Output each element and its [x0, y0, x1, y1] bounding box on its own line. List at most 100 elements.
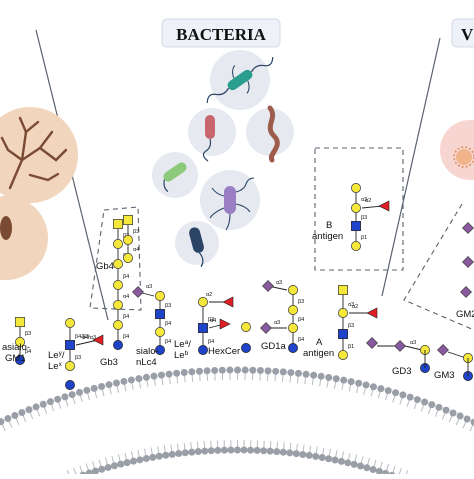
lipid-head [54, 396, 61, 403]
fucose-triangle-icon [223, 297, 233, 307]
virus-particle-icon [456, 149, 472, 165]
linkage-label: β3 [75, 355, 81, 361]
glcnac-square-icon [338, 329, 347, 338]
linkage-label: α2 [365, 198, 371, 204]
label-lea-leb: Lea/Leb [174, 339, 191, 361]
lipid-head [385, 387, 392, 394]
galnac-square-icon [15, 317, 24, 326]
lipid-head [370, 466, 377, 473]
linkage-label: α4 [210, 318, 216, 324]
lipid-head [196, 368, 203, 375]
lipid-head [106, 381, 113, 388]
galactose-circle-icon [113, 280, 122, 289]
lipid-head [201, 448, 208, 455]
lipid-head [128, 376, 135, 383]
galactose-circle-icon [338, 308, 347, 317]
lipid-head [208, 447, 215, 454]
lipid-head [287, 369, 294, 376]
linkage-label: β1 [348, 344, 354, 350]
lipid-head [156, 453, 163, 460]
lipid-head [181, 369, 188, 376]
lipid-head [61, 393, 68, 400]
galactose-circle-icon [113, 300, 122, 309]
lipid-head [286, 449, 293, 456]
lipid-head [76, 389, 83, 396]
lipid-head [234, 447, 241, 454]
linkage-label: β4 [298, 317, 304, 323]
linkage-label: α4 [133, 247, 139, 253]
lipid-head [219, 367, 226, 374]
lipid-head [173, 370, 180, 377]
linkage-label: β3 [165, 303, 171, 309]
lipid-head [407, 394, 414, 401]
lipid-head [136, 456, 143, 463]
lipid-head [260, 447, 267, 454]
galactose-circle-icon [198, 297, 207, 306]
linkage-label: α4 [123, 294, 129, 300]
lipid-head [257, 367, 264, 374]
linkage-label: α3 [410, 340, 416, 346]
glucose-circle-icon [198, 345, 207, 354]
sialic-acid-diamond-icon [263, 281, 274, 292]
lipid-head [303, 371, 310, 378]
galactose-circle-icon [288, 285, 297, 294]
lipid-head [247, 447, 254, 454]
lipid-head [312, 453, 319, 460]
lipid-head [47, 398, 54, 405]
lipid-head [18, 409, 25, 416]
lipid-head [457, 412, 464, 419]
linkage-label: β3 [361, 215, 367, 221]
glcnac-square-icon [65, 340, 74, 349]
lipid-head [310, 372, 317, 379]
galactose-circle-icon [288, 323, 297, 332]
linkage-label: β4 [123, 314, 129, 320]
glucose-circle-icon [65, 380, 74, 389]
sialic-acid-diamond-icon [395, 341, 406, 352]
galactose-circle-icon [123, 253, 132, 262]
linkage-label: β3 [298, 299, 304, 305]
linkage-label: β1 [361, 235, 367, 241]
lipid-head [363, 381, 370, 388]
lipid-head [124, 459, 131, 466]
lipid-head [204, 367, 211, 374]
lipid-head [325, 374, 332, 381]
linkage-label: α2 [352, 304, 358, 310]
galactose-circle-icon [338, 350, 347, 359]
lipid-head [450, 409, 457, 416]
label-hexcer: HexCer [208, 346, 240, 357]
lipid-head [428, 401, 435, 408]
lipid-head [105, 464, 112, 471]
linkage-label: α2 [206, 292, 212, 298]
lipid-head [166, 371, 173, 378]
lipid-head [11, 412, 18, 419]
lipid-head [249, 367, 256, 374]
lipid-head [242, 367, 249, 374]
galactose-circle-icon [65, 361, 74, 370]
lipid-head [280, 449, 287, 456]
sialic-acid-diamond-icon [367, 338, 378, 349]
sialic-acid-diamond-icon [438, 345, 449, 356]
virus-panel [440, 120, 474, 180]
lipid-head [4, 415, 11, 422]
lipid-head [370, 383, 377, 390]
sialic-acid-diamond-icon [463, 257, 474, 268]
linkage-label: α4/α3 [82, 335, 96, 341]
linkage-label: β3 [133, 229, 139, 235]
yeast-cell-icon [0, 216, 12, 240]
lipid-head [280, 368, 287, 375]
sialic-acid-diamond-icon [463, 223, 474, 234]
lipid-head [272, 368, 279, 375]
lipid-head [91, 385, 98, 392]
label-lea-lex: Ley/Lex [48, 350, 65, 372]
fungus-panel [0, 107, 78, 280]
lipid-head [143, 374, 150, 381]
lipid-head [83, 387, 90, 394]
galactose-circle-icon [155, 327, 164, 336]
label-gm3: GM3 [434, 370, 455, 381]
lipid-head [435, 404, 442, 411]
lipid-head [33, 403, 40, 410]
lipid-head [169, 451, 176, 458]
virus-title-box: V [452, 19, 474, 47]
